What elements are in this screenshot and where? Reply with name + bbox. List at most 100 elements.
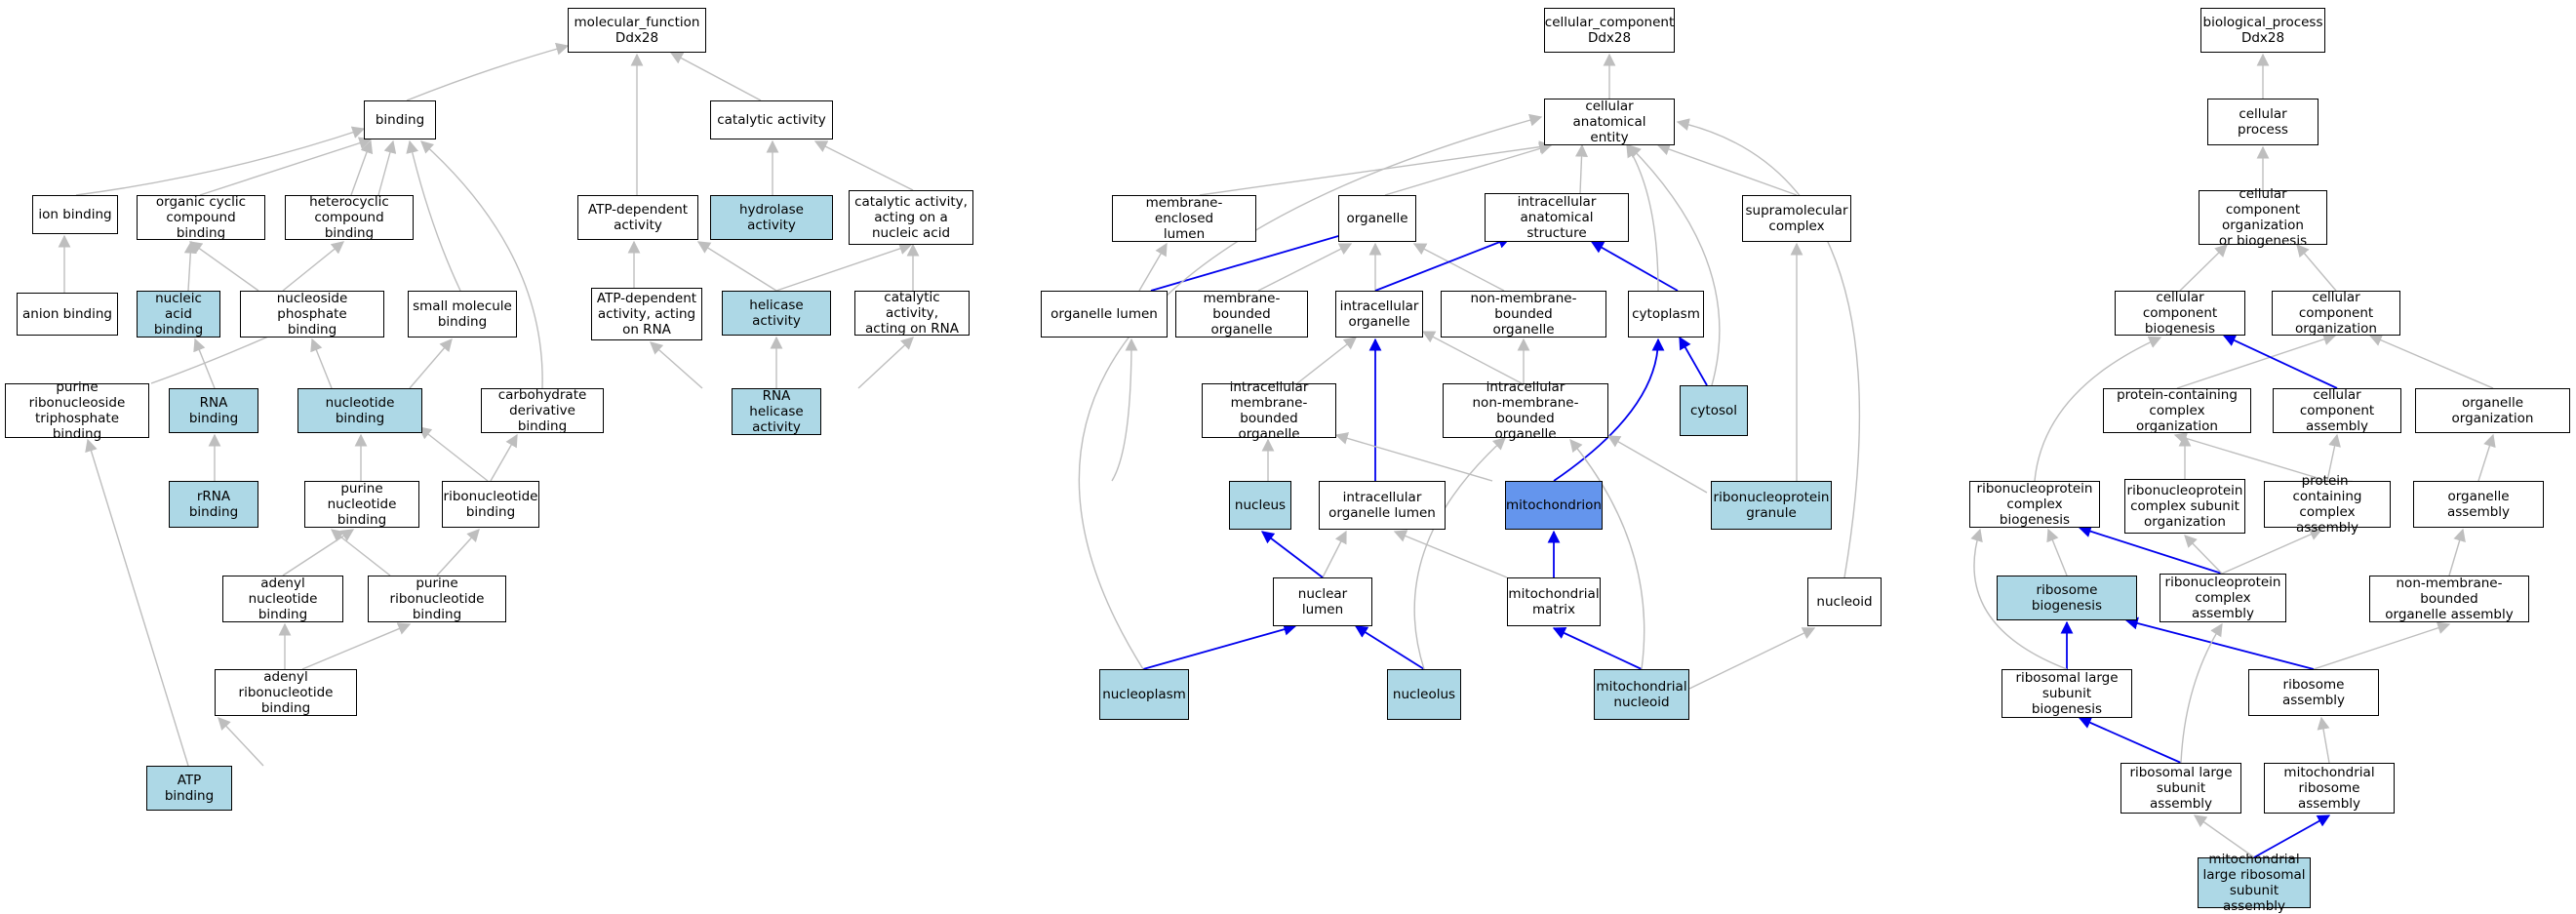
node-heterocyclic-compound-binding[interactable]: heterocyclic compound binding — [285, 194, 414, 241]
edge-arrow-highlighted — [1590, 241, 1679, 292]
node-intracellular-anatomical-structure[interactable]: intracellular anatomical structure — [1485, 193, 1629, 242]
node-organelle[interactable]: organelle — [1338, 195, 1416, 242]
edge-arrow — [775, 242, 913, 292]
node-nucleoid[interactable]: nucleoid — [1807, 577, 1882, 626]
node-purine-nucleotide-binding[interactable]: purine nucleotide binding — [304, 481, 419, 528]
node-molecular-function[interactable]: molecular_function Ddx28 — [568, 8, 706, 53]
node-intracellular-non-membrane-bounded-organelle[interactable]: intracellular non-membrane-bounded organ… — [1443, 379, 1608, 442]
node-cc-biogenesis[interactable]: cellular component biogenesis — [2115, 290, 2245, 337]
node-carbohydrate-derivative-binding[interactable]: carbohydrate derivative binding — [481, 387, 604, 434]
node-protein-containing-complex-organization[interactable]: protein-containing complex organization — [2103, 387, 2251, 434]
node-nuclear-lumen[interactable]: nuclear lumen — [1273, 577, 1372, 626]
node-small-molecule-binding[interactable]: small molecule binding — [408, 291, 517, 338]
node-biological-process[interactable]: biological_process Ddx28 — [2200, 8, 2325, 53]
node-purine-ribonucleotide-binding[interactable]: purine ribonucleotide binding — [368, 576, 506, 622]
node-ribonucleoprotein-granule[interactable]: ribonucleoprotein granule — [1711, 481, 1832, 530]
edge-arrow — [310, 338, 333, 389]
edge-arrow-highlighted — [2124, 616, 2315, 670]
edge-arrow — [183, 240, 197, 292]
node-non-membrane-bounded-organelle-assembly[interactable]: non-membrane-bounded organelle assembly — [2369, 576, 2529, 622]
node-nucleoside-phosphate-binding[interactable]: nucleoside phosphate binding — [240, 291, 384, 338]
node-organelle-assembly[interactable]: organelle assembly — [2413, 481, 2544, 528]
edge-arrow-highlighted — [2222, 335, 2338, 389]
edge-arrow — [1322, 530, 1347, 578]
node-organelle-organization[interactable]: organelle organization — [2415, 388, 2570, 433]
node-ribonucleotide-binding[interactable]: ribonucleotide binding — [442, 481, 539, 528]
node-rrna-binding[interactable]: rRNA binding — [169, 481, 258, 528]
node-atp-binding[interactable]: ATP binding — [146, 766, 232, 811]
node-ribonucleoprotein-complex-biogenesis[interactable]: ribonucleoprotein complex biogenesis — [1969, 481, 2100, 528]
node-adenyl-nucleotide-binding[interactable]: adenyl nucleotide binding — [222, 576, 343, 622]
node-atp-dependent-activity-rna[interactable]: ATP-dependent activity, acting on RNA — [591, 288, 702, 340]
edge-arrow — [350, 139, 374, 196]
node-ion-binding[interactable]: ion binding — [32, 195, 118, 234]
node-non-membrane-bounded-organelle[interactable]: non-membrane-bounded organelle — [1441, 291, 1606, 338]
edge-arrow — [1393, 530, 1508, 578]
edge-arrow — [669, 52, 762, 101]
node-mitochondrion[interactable]: mitochondrion — [1505, 481, 1603, 530]
edge-arrow — [857, 337, 914, 389]
edge-arrow — [2034, 336, 2162, 482]
node-ribonucleoprotein-complex-assembly[interactable]: ribonucleoprotein complex assembly — [2160, 574, 2286, 622]
node-supramolecular-complex[interactable]: supramolecular complex — [1742, 195, 1851, 242]
node-rna-helicase-activity[interactable]: RNA helicase activity — [732, 388, 821, 435]
node-intracellular-membrane-bounded-organelle[interactable]: intracellular membrane-bounded organelle — [1202, 379, 1336, 442]
node-ribosomal-large-subunit-biogenesis[interactable]: ribosomal large subunit biogenesis — [2001, 669, 2132, 718]
edge-arrow — [2317, 716, 2330, 764]
node-nucleic-acid-binding[interactable]: nucleic acid binding — [137, 291, 220, 338]
node-rna-binding[interactable]: RNA binding — [169, 388, 258, 433]
edge-arrow — [813, 140, 914, 191]
edge-arrow-highlighted — [1142, 622, 1297, 670]
node-hydrolase-activity[interactable]: hydrolase activity — [710, 195, 833, 240]
node-mitochondrial-ribosome-assembly[interactable]: mitochondrial ribosome assembly — [2264, 763, 2395, 814]
edge-arrow — [377, 139, 397, 196]
node-ribosomal-large-subunit-assembly[interactable]: ribosomal large subunit assembly — [2120, 763, 2241, 814]
node-cc-assembly[interactable]: cellular component assembly — [2273, 387, 2401, 434]
node-membrane-bounded-organelle[interactable]: membrane-bounded organelle — [1175, 291, 1308, 338]
edge-arrow — [696, 241, 777, 292]
node-intracellular-organelle-lumen[interactable]: intracellular organelle lumen — [1319, 481, 1446, 530]
node-adenyl-ribonucleotide-binding[interactable]: adenyl ribonucleotide binding — [215, 669, 357, 716]
edge-arrow — [2296, 244, 2337, 292]
node-organic-cyclic-compound-binding[interactable]: organic cyclic compound binding — [137, 194, 265, 241]
node-cc-organization-or-biogenesis[interactable]: cellular component organization or bioge… — [2199, 186, 2327, 249]
node-purine-ribonucleoside-triphosphate-binding[interactable]: purine ribonucleoside triphosphate bindi… — [5, 379, 149, 442]
node-ribosome-biogenesis[interactable]: ribosome biogenesis — [1997, 576, 2137, 620]
node-cellular-anatomical-entity[interactable]: cellular anatomical entity — [1544, 99, 1675, 145]
edge-arrow — [282, 241, 345, 292]
node-membrane-enclosed-lumen[interactable]: membrane-enclosed lumen — [1112, 195, 1256, 242]
node-binding[interactable]: binding — [364, 100, 436, 139]
edge-arrow — [420, 140, 543, 389]
node-nucleotide-binding[interactable]: nucleotide binding — [297, 388, 422, 433]
edge-arrow — [2448, 528, 2466, 576]
node-mitochondrial-nucleoid[interactable]: mitochondrial nucleoid — [1594, 669, 1689, 720]
edge-arrow — [2313, 621, 2451, 670]
node-anion-binding[interactable]: anion binding — [17, 293, 118, 336]
node-cellular-process[interactable]: cellular process — [2207, 99, 2318, 145]
node-helicase-activity[interactable]: helicase activity — [722, 291, 831, 336]
node-cytosol[interactable]: cytosol — [1680, 385, 1748, 436]
node-intracellular-organelle[interactable]: intracellular organelle — [1335, 291, 1423, 338]
edge-arrow — [330, 529, 391, 576]
edge-arrow — [2184, 535, 2223, 575]
node-nucleoplasm[interactable]: nucleoplasm — [1099, 669, 1189, 720]
node-catalytic-activity-rna[interactable]: catalytic activity, acting on RNA — [854, 290, 970, 337]
node-catalytic-activity[interactable]: catalytic activity — [710, 100, 833, 139]
node-protein-containing-complex-assembly[interactable]: protein-containing complex assembly — [2264, 473, 2391, 536]
edges-layer — [58, 42, 2496, 858]
node-atp-dependent-activity[interactable]: ATP-dependent activity — [577, 195, 698, 240]
node-ribosome-assembly[interactable]: ribosome assembly — [2248, 669, 2379, 716]
node-catalytic-activity-nucleic-acid[interactable]: catalytic activity, acting on a nucleic … — [849, 190, 973, 245]
edge-arrow — [1296, 337, 1358, 384]
node-cc-organization[interactable]: cellular component organization — [2272, 290, 2400, 337]
node-organelle-lumen[interactable]: organelle lumen — [1041, 291, 1168, 338]
edge-arrow — [1111, 338, 1138, 482]
node-cytoplasm[interactable]: cytoplasm — [1628, 291, 1704, 338]
node-mitochondrial-matrix[interactable]: mitochondrial matrix — [1507, 577, 1601, 626]
node-nucleus[interactable]: nucleus — [1229, 481, 1291, 530]
node-cellular-component[interactable]: cellular_component Ddx28 — [1544, 8, 1675, 53]
node-mitochondrial-large-ribosomal-subunit-assembly[interactable]: mitochondrial large ribosomal subunit as… — [2198, 852, 2311, 914]
node-nucleolus[interactable]: nucleolus — [1387, 669, 1461, 720]
node-ribonucleoprotein-complex-subunit-organization[interactable]: ribonucleoprotein complex subunit organi… — [2124, 479, 2245, 534]
edge-arrow — [188, 241, 259, 292]
